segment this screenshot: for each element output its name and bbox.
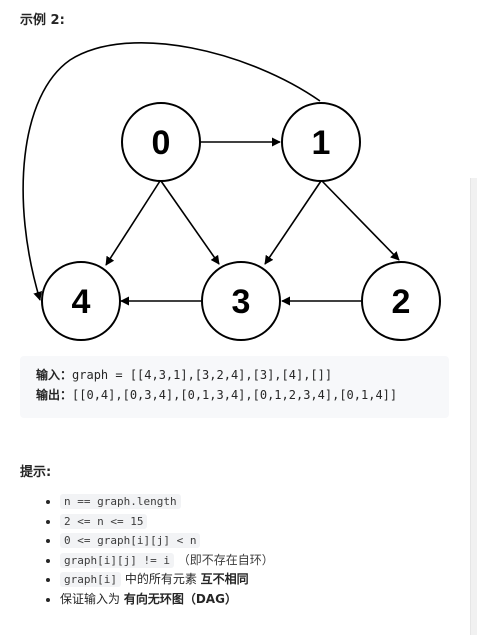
node-0-label: 0: [152, 124, 171, 162]
constraint-text: 中的所有元素: [124, 572, 197, 586]
constraint-item: graph[i] 中的所有元素 互不相同: [60, 570, 274, 590]
constraint-code: n == graph.length: [60, 494, 181, 509]
node-3: 3: [201, 261, 281, 341]
graph-edges: [22, 42, 400, 306]
constraint-emphasis: 互不相同: [200, 572, 249, 586]
edge-0-3: [160, 180, 220, 265]
constraint-item: 保证输入为 有向无环图（DAG）: [60, 590, 274, 610]
constraint-emphasis: 有向无环图（DAG）: [123, 591, 237, 606]
dag-diagram: 0 1 2 3 4: [22, 42, 441, 341]
input-line: 输入：graph = [[4,3,1],[3,2,4],[3],[4],[]]: [36, 365, 449, 385]
node-0: 0: [121, 102, 201, 182]
constraint-item: graph[i][j] != i （即不存在自环）: [60, 551, 274, 571]
node-2-label: 2: [392, 283, 411, 321]
input-text: graph = [[4,3,1],[3,2,4],[3],[4],[]]: [72, 368, 333, 382]
node-2: 2: [361, 261, 441, 341]
constraint-text: （即不存在自环）: [177, 552, 274, 567]
constraint-text: 保证输入为: [60, 591, 121, 606]
node-1-label: 1: [312, 124, 331, 162]
output-label: 输出：: [36, 388, 73, 402]
constraint-code: graph[i]: [60, 572, 121, 587]
example-code-block: 输入：graph = [[4,3,1],[3,2,4],[3],[4],[]] …: [20, 356, 449, 418]
constraint-item: 2 <= n <= 15: [60, 512, 274, 532]
scrollbar[interactable]: [470, 178, 477, 635]
output-text: [[0,4],[0,3,4],[0,1,3,4],[0,1,2,3,4],[0,…: [72, 388, 398, 402]
edge-1-2: [321, 180, 400, 261]
node-4: 4: [41, 261, 121, 341]
constraint-code: graph[i][j] != i: [60, 552, 174, 568]
constraint-code: 0 <= graph[i][j] < n: [60, 533, 201, 548]
node-3-label: 3: [232, 283, 251, 321]
edge-1-3: [264, 180, 322, 265]
constraints-list: n == graph.length 2 <= n <= 15 0 <= grap…: [36, 492, 274, 609]
hints-heading: 提示:: [20, 465, 52, 480]
constraint-item: n == graph.length: [60, 492, 274, 512]
node-1: 1: [281, 102, 361, 182]
output-line: 输出：[[0,4],[0,3,4],[0,1,3,4],[0,1,2,3,4],…: [36, 385, 449, 405]
edge-1-4: [22, 42, 321, 301]
input-label: 输入：: [36, 368, 73, 382]
example-heading: 示例 2:: [20, 13, 65, 28]
constraint-code: 2 <= n <= 15: [60, 513, 148, 529]
edge-0-4: [105, 180, 161, 266]
constraint-item: 0 <= graph[i][j] < n: [60, 531, 274, 551]
node-4-label: 4: [72, 283, 91, 321]
